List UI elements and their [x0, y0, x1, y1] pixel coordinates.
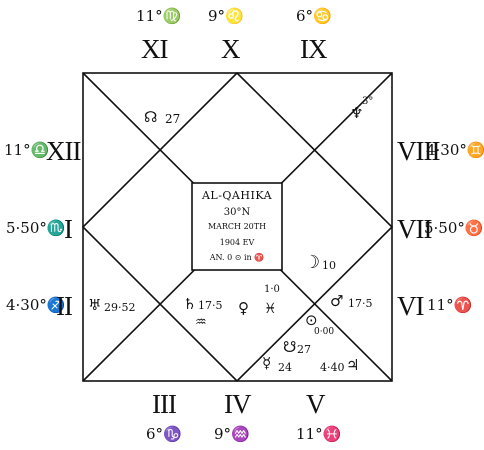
house-numeral-6: VI: [397, 291, 424, 321]
center-era: AN. 0 ⊙ in ♈: [209, 253, 265, 262]
neptune-glyph: ♆: [350, 104, 364, 122]
uranus-glyph: ♅: [88, 296, 102, 314]
cusp-house-9: 6°♋: [296, 7, 332, 25]
sun-glyph: ⊙: [305, 311, 318, 329]
venus-sign-glyph: ♓: [264, 301, 277, 317]
house-numeral-9: IX: [300, 34, 327, 64]
center-box: [191, 182, 283, 271]
center-date: MARCH 20TH: [207, 222, 267, 231]
cusp-house-3: 6°♑: [146, 425, 182, 443]
saturn-sign-glyph: ♒: [195, 315, 207, 330]
house-numeral-8: VIII: [397, 136, 440, 166]
jupiter-degree: 4·40: [320, 361, 345, 374]
south-node-glyph: ☋: [283, 338, 297, 356]
saturn-degree: 17·5: [198, 299, 223, 312]
cusp-house-1: 5·50°♏: [6, 219, 66, 237]
house-numeral-10: X: [221, 34, 240, 64]
venus-degree: 1·0: [264, 284, 280, 295]
uranus-degree: 29·52: [104, 301, 136, 314]
center-location: AL-QAHIKA: [201, 189, 273, 202]
cusp-house-4: 9°♒: [214, 425, 250, 443]
cusp-house-12: 11°♎: [4, 141, 50, 159]
inner-diamond: [81, 71, 394, 383]
house-numeral-11: XI: [141, 34, 168, 64]
moon-glyph: ☽: [304, 252, 321, 273]
mars-degree: 17·5: [348, 297, 373, 310]
cusp-house-8: 4·30°♊: [426, 141, 484, 159]
center-year: 1904 EV: [219, 238, 255, 247]
neptune-degree: 3°: [362, 96, 374, 107]
cusp-house-7: 5·50°♉: [424, 219, 484, 237]
venus-glyph: ♀: [238, 299, 249, 317]
mars-glyph: ♂: [330, 292, 344, 310]
mercury-glyph: ☿: [262, 354, 272, 372]
north-node-glyph: ☊: [144, 108, 158, 126]
cusp-house-2: 4·30°♐: [6, 296, 66, 314]
cusp-house-11: 11°♍: [136, 7, 182, 25]
jupiter-glyph: ♃: [346, 356, 360, 374]
cusp-house-5: 11°♓: [296, 425, 342, 443]
sun-degree: 0·00: [314, 327, 335, 337]
house-numeral-7: VII: [397, 214, 432, 244]
house-numeral-5: V: [306, 389, 325, 419]
house-numeral-1: I: [64, 214, 73, 244]
cusp-house-10: 9°♌: [208, 7, 244, 25]
house-numeral-12: XII: [46, 136, 81, 166]
house-numeral-4: IV: [224, 389, 251, 419]
center-latitude: 30°N: [223, 207, 251, 218]
south-node-degree: 27: [297, 343, 311, 356]
cusp-house-6: 11°♈: [427, 296, 473, 314]
house-numeral-2: II: [56, 291, 73, 321]
saturn-glyph: ♄: [183, 295, 197, 313]
mercury-degree: 24: [278, 361, 292, 374]
north-node-degree: 27: [165, 112, 181, 126]
moon-degree: 10: [322, 259, 336, 272]
house-numeral-3: III: [152, 389, 177, 419]
